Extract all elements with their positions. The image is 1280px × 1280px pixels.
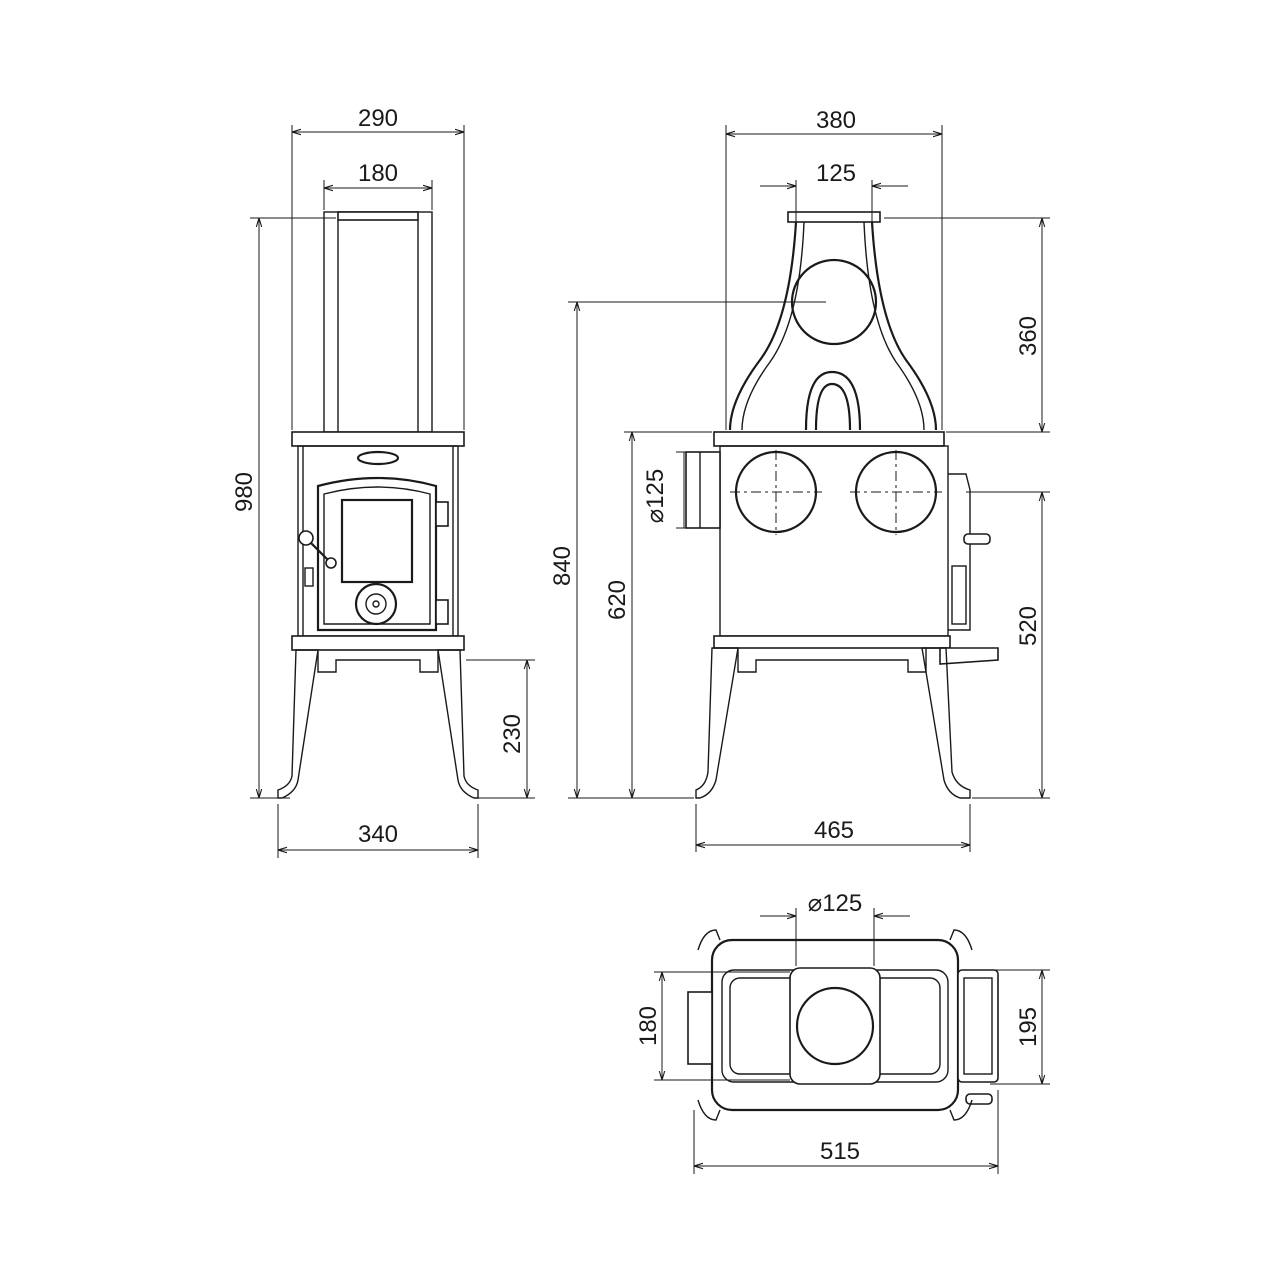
dim-top-depth: 515 bbox=[820, 1138, 860, 1165]
dim-side-outlet-diameter: 125 bbox=[642, 469, 669, 509]
diameter-symbol: ⌀ bbox=[808, 890, 822, 917]
ash-pan bbox=[939, 647, 999, 665]
door-profile bbox=[948, 473, 971, 631]
door bbox=[316, 476, 438, 632]
flue-collar bbox=[789, 967, 881, 1085]
dim-side-flue: 125 bbox=[816, 160, 856, 187]
logo bbox=[356, 450, 400, 466]
side-view: 380 125 360 840 620 ⌀125 520 465 bbox=[549, 107, 1050, 852]
dim-top-left: 180 bbox=[635, 1006, 662, 1046]
dim-side-base: 465 bbox=[814, 817, 854, 844]
front-view: 290 180 980 230 340 bbox=[231, 105, 535, 858]
flue-pipe bbox=[323, 211, 433, 433]
door-top bbox=[957, 969, 999, 1083]
hinge bbox=[435, 501, 449, 527]
stove-body bbox=[297, 445, 459, 637]
arch bbox=[804, 370, 862, 431]
dim-handle-height: 520 bbox=[1015, 606, 1042, 646]
leg bbox=[921, 647, 971, 799]
hinge bbox=[435, 599, 449, 625]
dim-front-height: 980 bbox=[231, 472, 258, 512]
side-outlet bbox=[685, 451, 721, 529]
door-handle bbox=[307, 539, 331, 563]
side-body bbox=[719, 445, 949, 637]
top-view: ⌀125 180 195 515 bbox=[635, 890, 1050, 1174]
feet bbox=[697, 929, 973, 1121]
dim-rear-outlet-height: 840 bbox=[549, 546, 576, 586]
handle bbox=[963, 533, 991, 545]
dim-leg-height: 230 bbox=[499, 714, 526, 754]
dim-front-flue: 180 bbox=[358, 160, 398, 187]
flue-circle bbox=[795, 986, 875, 1066]
air-vent-icon bbox=[354, 582, 398, 626]
top-plate bbox=[291, 431, 465, 447]
leg bbox=[437, 649, 479, 799]
leg bbox=[277, 649, 319, 799]
diameter-symbol: ⌀ bbox=[642, 509, 669, 523]
dim-front-width: 290 bbox=[358, 105, 398, 132]
dim-top-height: 360 bbox=[1015, 316, 1042, 356]
dim-side-width: 380 bbox=[816, 107, 856, 134]
svg-text:⌀125: ⌀125 bbox=[642, 469, 669, 524]
dim-top-right: 195 bbox=[1015, 1007, 1042, 1047]
leg bbox=[695, 647, 739, 799]
flue-outlet bbox=[728, 221, 938, 431]
svg-text:⌀125: ⌀125 bbox=[808, 890, 863, 917]
handle bbox=[965, 1093, 993, 1105]
side-outlet bbox=[687, 991, 713, 1065]
dim-side-outlet-height: 620 bbox=[604, 580, 631, 620]
door-glass bbox=[340, 498, 414, 584]
dim-front-base: 340 bbox=[358, 821, 398, 848]
dim-top-flue-diameter: 125 bbox=[822, 890, 862, 917]
